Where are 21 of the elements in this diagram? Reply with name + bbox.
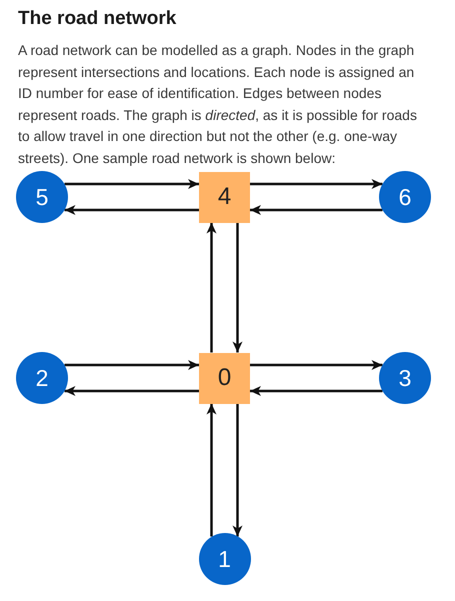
circle-node: 6 <box>379 171 431 223</box>
arrow <box>232 404 242 536</box>
arrow <box>64 205 199 215</box>
arrow <box>250 360 382 370</box>
arrow <box>64 386 199 396</box>
circle-node: 2 <box>16 352 68 404</box>
arrow <box>250 386 382 396</box>
paragraph: A road network can be modelled as a graph. Nodes in the graph represent intersections and locations. Each node is assigned an ID number for ease of identification. Edges between nodes represent roads. The graph is directed, as it is possible for roads to allow travel in one direction but not the other (e.g. one-way streets). One sample road network is shown below: <box>18 41 418 168</box>
arrow <box>64 179 199 189</box>
heading: The road network <box>18 8 176 30</box>
arrow <box>206 404 216 536</box>
square-node: 0 <box>199 352 250 404</box>
arrow <box>250 205 382 215</box>
arrow <box>250 179 382 189</box>
arrow <box>64 360 199 370</box>
circle-node: 1 <box>198 533 250 585</box>
arrow <box>232 222 242 352</box>
arrow <box>206 222 216 352</box>
square-node: 4 <box>199 172 250 222</box>
circle-node: 3 <box>379 352 431 404</box>
circle-node: 5 <box>16 171 68 223</box>
